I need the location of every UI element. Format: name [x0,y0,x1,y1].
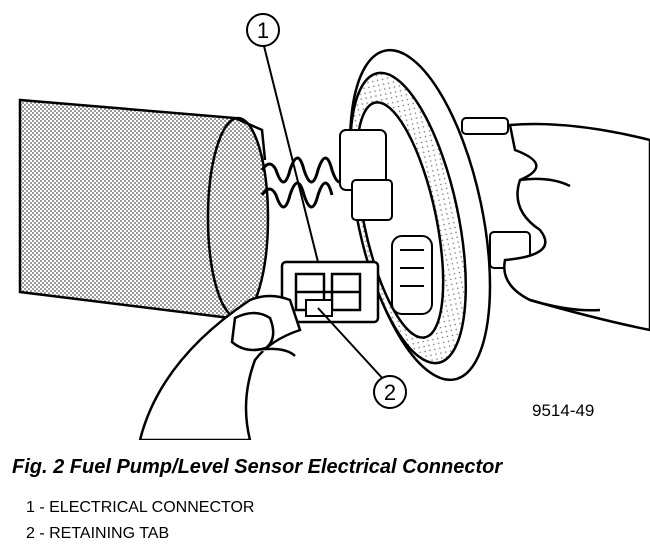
figure-code: 9514-49 [532,401,594,420]
fuel-pump-illustration: 1 2 9514-49 [18,13,650,440]
legend-item: 1 - ELECTRICAL CONNECTOR [26,499,255,516]
callout-2: 2 [373,375,407,409]
callout-1: 1 [246,13,280,47]
fuel-pump-body [18,98,270,320]
hands [138,122,650,440]
figure-caption: Fig. 2 Fuel Pump/Level Sensor Electrical… [12,456,503,478]
legend-list: 1 - ELECTRICAL CONNECTOR 2 - RETAINING T… [26,495,254,547]
callout-2-number: 2 [384,380,396,405]
module-fittings [339,117,531,315]
legend-item: 2 - RETAINING TAB [26,525,170,542]
callout-1-number: 1 [257,18,269,43]
leader-lines [263,45,385,381]
